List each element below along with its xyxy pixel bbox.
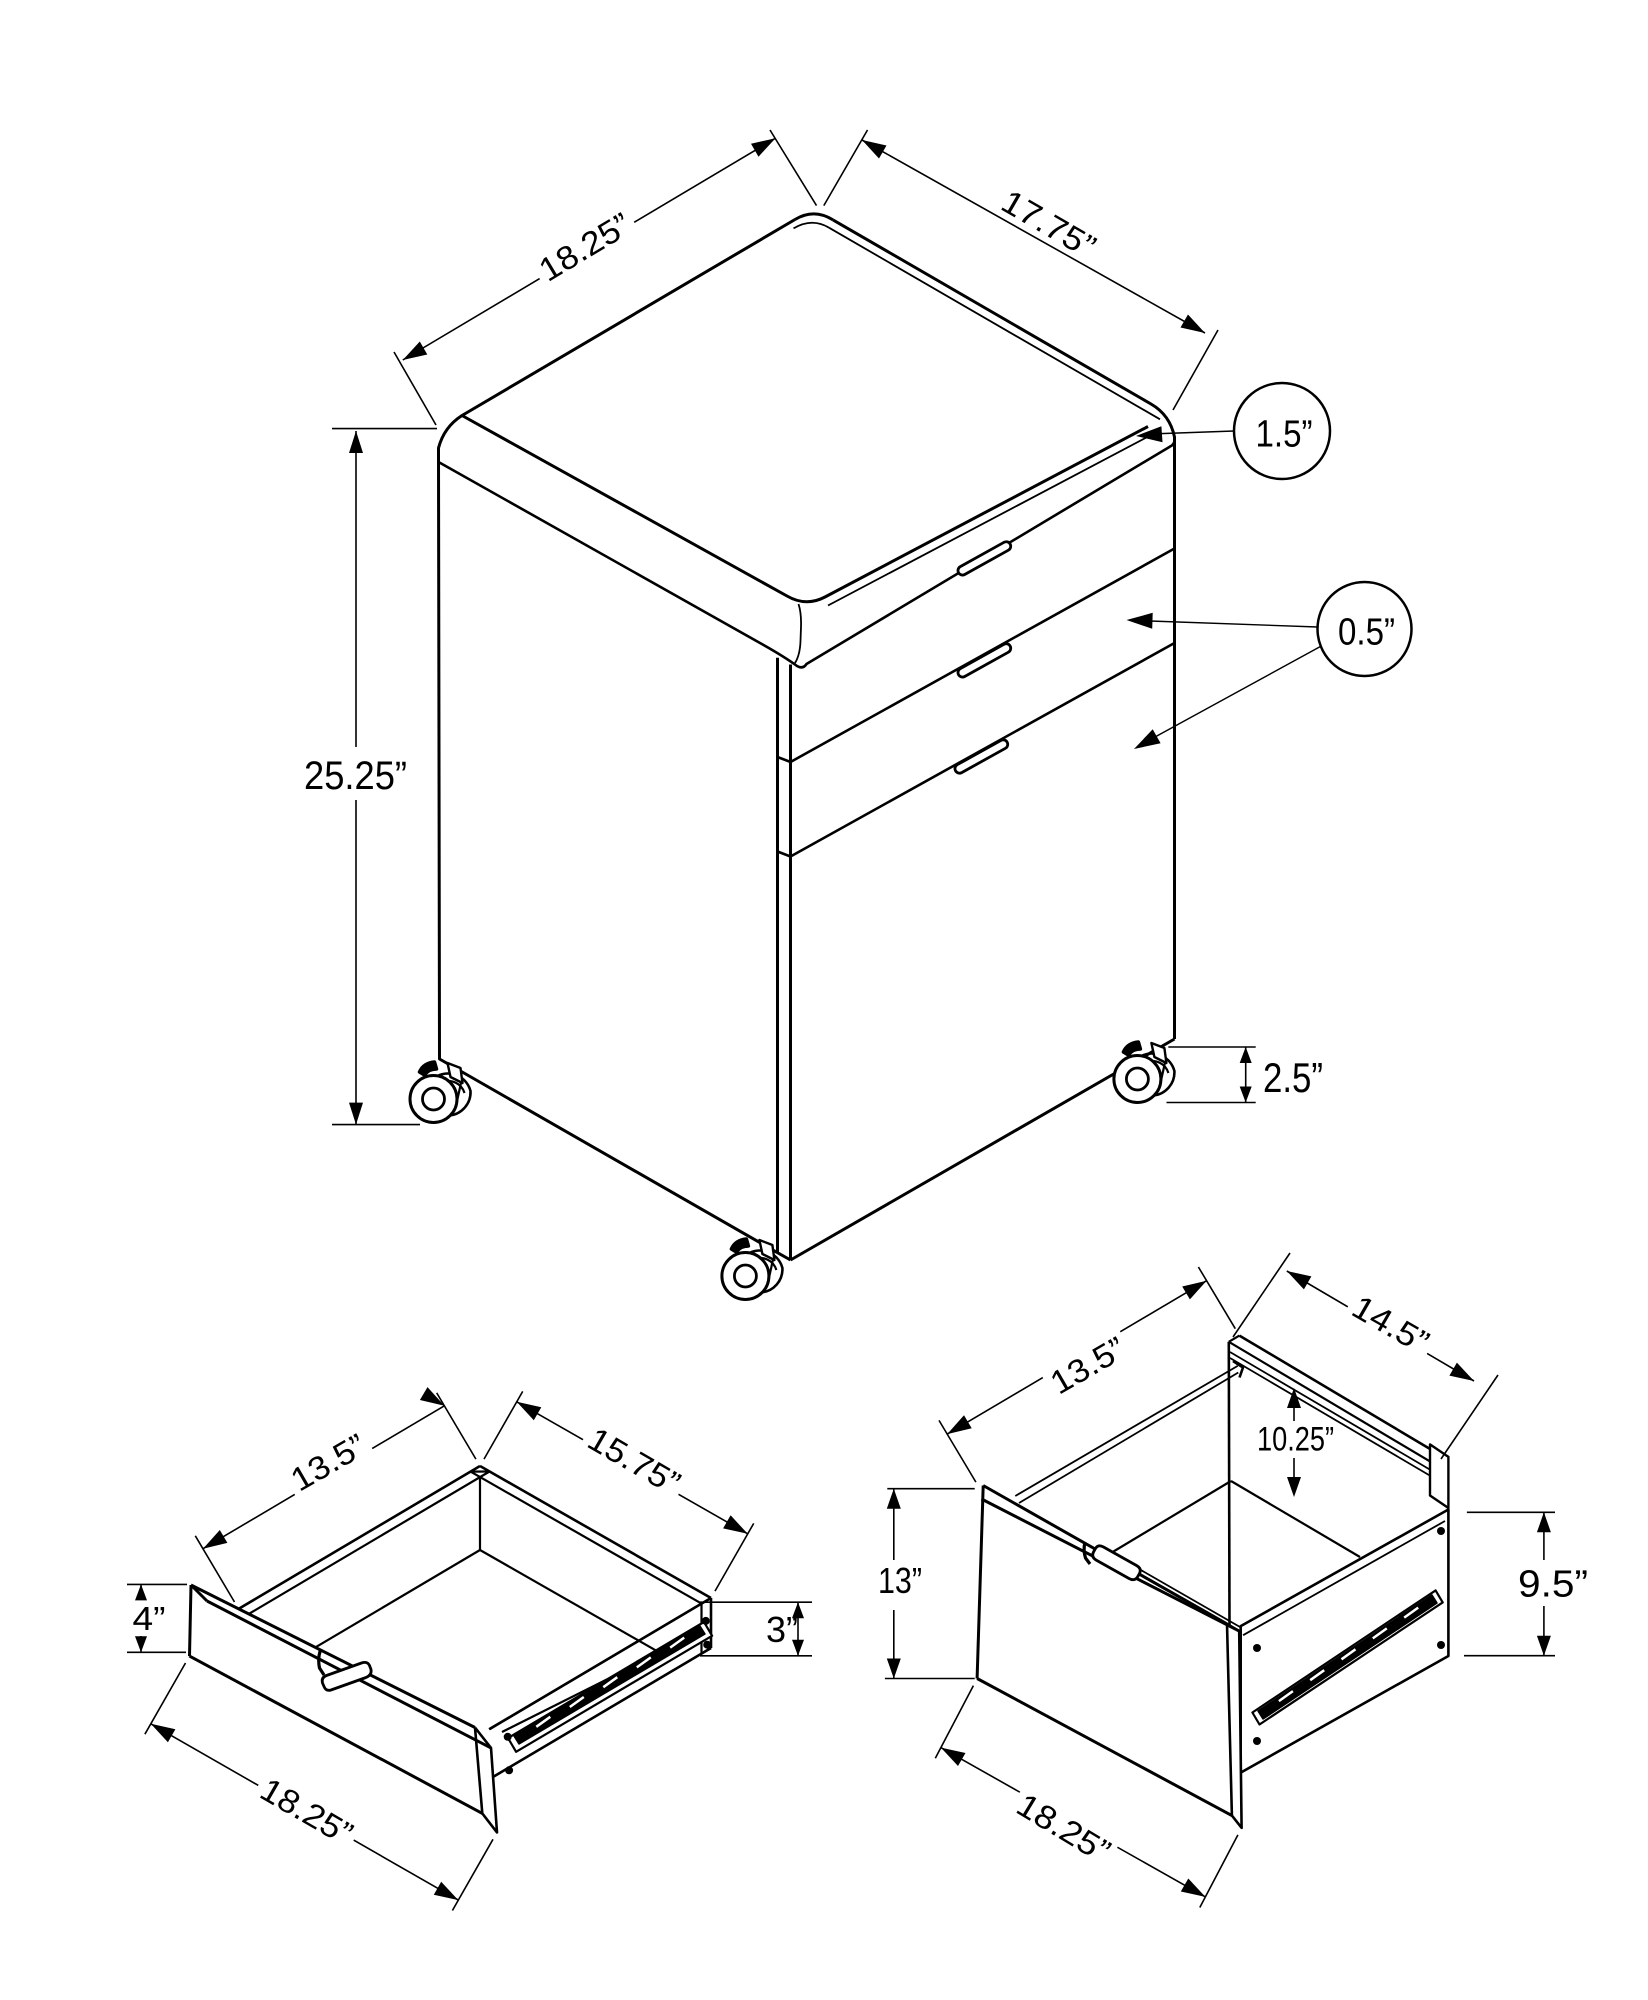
svg-text:13”: 13” [878, 1560, 922, 1601]
svg-text:4”: 4” [133, 1600, 166, 1637]
svg-text:25.25”: 25.25” [304, 754, 407, 798]
svg-text:0.5”: 0.5” [1338, 612, 1395, 654]
svg-text:3”: 3” [766, 1609, 798, 1650]
svg-text:10.25”: 10.25” [1257, 1421, 1334, 1459]
svg-text:9.5”: 9.5” [1518, 1564, 1588, 1606]
svg-text:2.5”: 2.5” [1263, 1054, 1323, 1101]
svg-text:1.5”: 1.5” [1256, 414, 1313, 456]
